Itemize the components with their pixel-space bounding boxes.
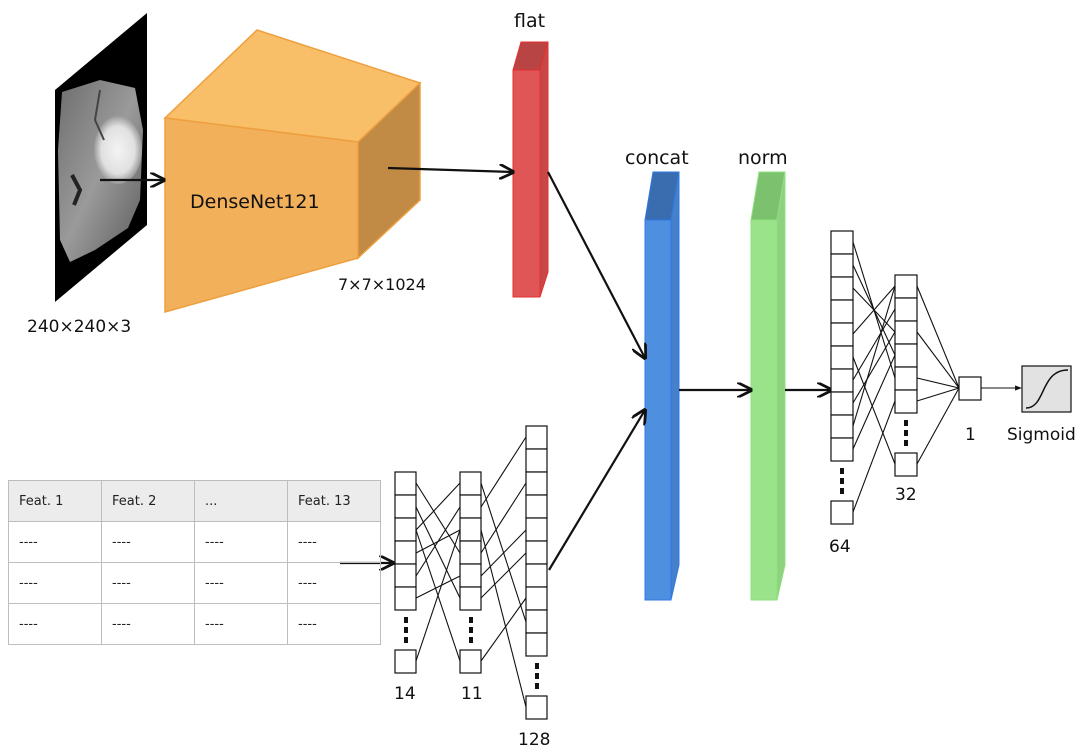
concat-label: concat xyxy=(625,147,689,169)
mlp-head-size-1: 1 xyxy=(965,425,976,445)
mlp-head-size-32: 32 xyxy=(895,485,917,505)
densenet-block xyxy=(163,29,422,313)
mlp-head-size-64: 64 xyxy=(829,537,851,557)
sigmoid-icon xyxy=(1021,365,1072,413)
table-cell: ---- xyxy=(101,521,195,563)
table-cell: ---- xyxy=(287,562,381,604)
flat-label: flat xyxy=(514,10,545,32)
concat-layer xyxy=(644,171,680,601)
arrow-densenet-to-flat xyxy=(387,168,513,172)
norm-label: norm xyxy=(738,147,788,169)
mlp-tabular-layer-14 xyxy=(394,471,417,674)
table-row: ---- ---- ---- ---- xyxy=(8,603,381,645)
table-header-cell: ... xyxy=(194,480,288,522)
table-header-cell: Feat. 13 xyxy=(287,480,381,522)
table-header-cell: Feat. 2 xyxy=(101,480,195,522)
mlp-head-layer-64 xyxy=(830,230,854,525)
table-cell: ---- xyxy=(8,562,102,604)
table-cell: ---- xyxy=(101,562,195,604)
mlp-head-layer-32 xyxy=(894,274,918,477)
densenet-output-dims: 7×7×1024 xyxy=(338,275,426,294)
table-header-row: Feat. 1 Feat. 2 ... Feat. 13 xyxy=(8,480,381,522)
sigmoid-label: Sigmoid xyxy=(1007,425,1076,445)
flat-layer xyxy=(512,41,549,298)
table-cell: ---- xyxy=(101,603,195,645)
mlp-tabular-size-14: 14 xyxy=(394,684,416,704)
arrow-flat-to-concat xyxy=(547,171,645,358)
mri-input-image xyxy=(55,13,147,302)
mlp-head-connections xyxy=(852,241,960,513)
arrow-mlp-to-concat xyxy=(548,410,645,571)
mlp-tabular-connections xyxy=(415,436,527,708)
table-cell: ---- xyxy=(8,603,102,645)
input-dims-label: 240×240×3 xyxy=(27,317,131,337)
table-cell: ---- xyxy=(194,521,288,563)
mlp-head-output-neuron xyxy=(958,376,982,401)
table-cell: ---- xyxy=(287,603,381,645)
table-cell: ---- xyxy=(287,521,381,563)
mlp-tabular-size-128: 128 xyxy=(518,730,550,747)
table-cell: ---- xyxy=(8,521,102,563)
tabular-features-table: Feat. 1 Feat. 2 ... Feat. 13 ---- ---- -… xyxy=(8,480,381,645)
mlp-tabular-layer-11 xyxy=(459,471,482,674)
table-row: ---- ---- ---- ---- xyxy=(8,562,381,604)
table-row: ---- ---- ---- ---- xyxy=(8,521,381,563)
norm-layer xyxy=(750,171,786,601)
table-cell: ---- xyxy=(194,562,288,604)
table-header-cell: Feat. 1 xyxy=(8,480,102,522)
mlp-tabular-size-11: 11 xyxy=(461,684,483,704)
densenet-label: DenseNet121 xyxy=(190,191,320,213)
table-cell: ---- xyxy=(194,603,288,645)
mlp-tabular-layer-128 xyxy=(525,425,548,720)
